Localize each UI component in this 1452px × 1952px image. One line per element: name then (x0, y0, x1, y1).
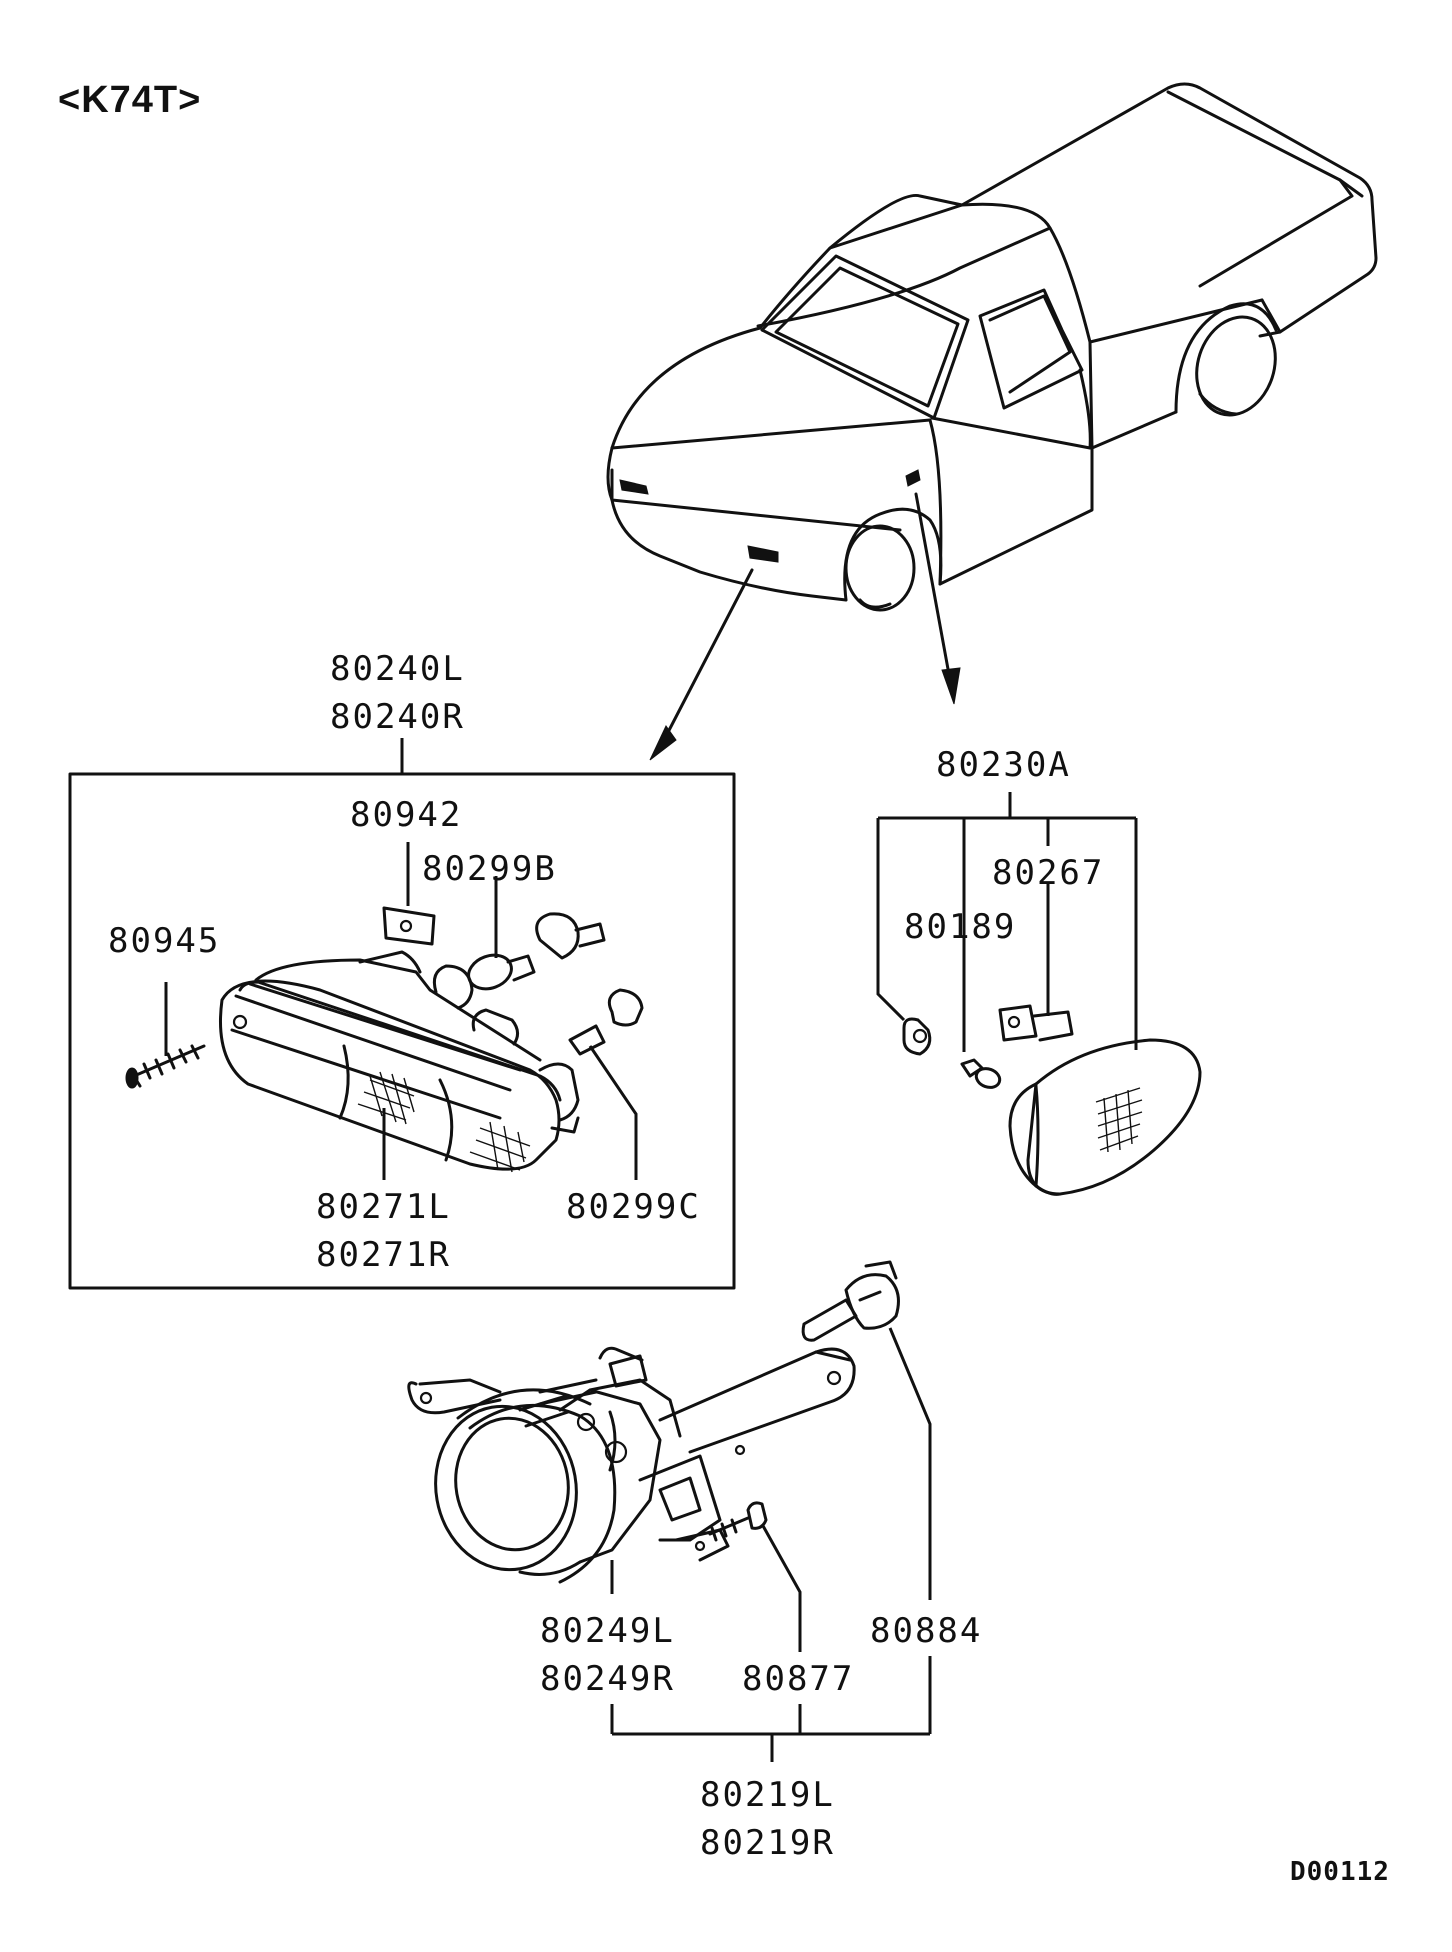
arrow-to-front-lamp (649, 568, 754, 761)
callout-80945: 80945 (108, 921, 220, 961)
callout-80219R: 80219R (700, 1823, 835, 1863)
callout-80271L: 80271L (316, 1187, 451, 1227)
arrow-to-side-lamp (914, 492, 961, 705)
bracket-80267 (998, 1004, 1074, 1042)
callout-80271R: 80271R (316, 1235, 451, 1275)
diagram-code: D00112 (1290, 1857, 1390, 1887)
side-lamp-80230A (1008, 1038, 1202, 1196)
callout-80877: 80877 (742, 1659, 854, 1699)
callout-80942: 80942 (350, 795, 462, 835)
clip-80942 (382, 906, 436, 946)
socket-80230A (902, 1017, 932, 1056)
callout-80299C: 80299C (566, 1187, 701, 1227)
screw-80877 (708, 1501, 768, 1542)
screw-80945 (125, 1044, 206, 1089)
fog-lamp-80249 (407, 1346, 856, 1584)
callout-80189: 80189 (904, 907, 1016, 947)
side-lamp-bracket-lines (876, 792, 1138, 1052)
callout-80240L: 80240L (330, 649, 465, 689)
bulb-80189 (960, 1058, 1002, 1089)
front-combination-lamp (218, 950, 580, 1173)
assembly-bracket-80219 (610, 1656, 932, 1762)
callout-80249L: 80249L (540, 1611, 675, 1651)
callout-80240R: 80240R (330, 697, 465, 737)
callout-80884: 80884 (870, 1611, 982, 1651)
bulb-80299C (568, 988, 644, 1056)
callout-80299B: 80299B (422, 849, 557, 889)
model-code: <K74T> (58, 79, 201, 121)
bulb-80299B (467, 912, 606, 991)
callout-80249R: 80249R (540, 1659, 675, 1699)
callout-80267: 80267 (992, 853, 1104, 893)
bulb-80884 (801, 1260, 900, 1342)
callout-80219L: 80219L (700, 1775, 835, 1815)
truck-illustration (606, 82, 1378, 612)
callout-80230A: 80230A (936, 745, 1071, 785)
